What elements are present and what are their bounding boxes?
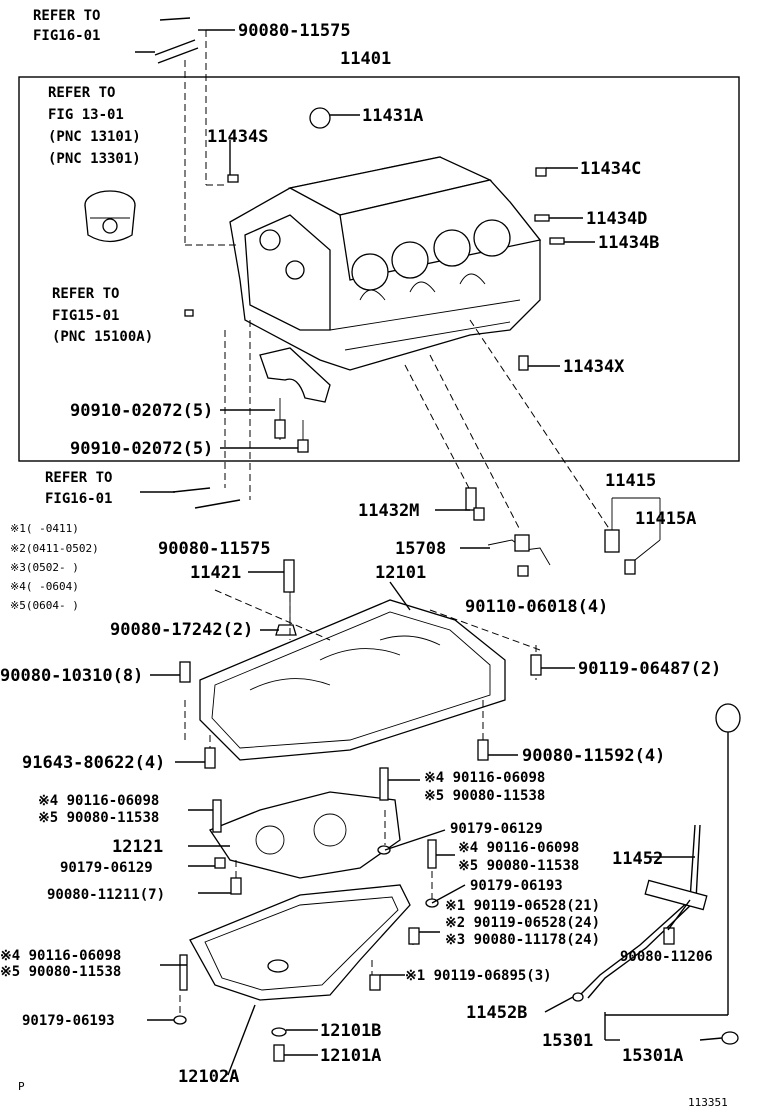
part-90080-11211: 90080-11211(7) (47, 887, 165, 903)
fig-ref-label: FIG 13-01 (48, 107, 124, 123)
footnote-5: ※5(0604- ) (10, 599, 79, 612)
bearing-cap-drawing (259, 347, 331, 453)
part-90179-06193: 90179-06193 (470, 878, 563, 894)
footnote-4: ※4( -0604) (10, 580, 79, 593)
part-90910-02072: 90910-02072(5) (70, 401, 213, 421)
part-90110-06018: 90110-06018(4) (465, 597, 608, 617)
engine-block-frame (18, 76, 740, 462)
part-12121: 12121 (112, 837, 163, 857)
part-11452B: 11452B (466, 1003, 527, 1023)
part-90179-06129: 90179-06129 (450, 821, 543, 837)
part-90080-11178: ※3 90080-11178(24) (445, 932, 600, 948)
part-90119-06528: ※1 90119-06528(21) (445, 898, 600, 914)
part-90116-06098: ※4 90116-06098 (458, 840, 579, 856)
part-12101A: 12101A (320, 1046, 381, 1066)
figure-number: 113351 (688, 1096, 728, 1109)
corner-mark: P (18, 1080, 25, 1093)
engine-block-drawing (229, 156, 542, 371)
part-90116-06098: ※4 90116-06098 (424, 770, 545, 786)
part-90116-06098: ※4 90116-06098 (0, 948, 121, 964)
part-12101: 12101 (375, 563, 426, 583)
part-12101B: 12101B (320, 1021, 381, 1041)
part-11434D: 11434D (586, 209, 647, 229)
refer-to-label: REFER TO (33, 8, 100, 24)
part-15708: 15708 (395, 539, 446, 559)
part-90080-10310: 90080-10310(8) (0, 666, 143, 686)
piston-drawing (84, 190, 136, 243)
pnc-ref-label: (PNC 13101) (48, 129, 141, 145)
part-90179-06129: 90179-06129 (60, 860, 153, 876)
dipstick-drawing (572, 703, 741, 1045)
part-11452: 11452 (612, 849, 663, 869)
baffle-plate-drawing (209, 767, 401, 879)
part-11415: 11415 (605, 471, 656, 491)
refer-to-label: REFER TO (45, 470, 112, 486)
part-11434X: 11434X (563, 357, 625, 377)
part-90119-06487: 90119-06487(2) (578, 659, 721, 679)
fig-ref-label: FIG16-01 (33, 28, 100, 44)
part-90080-17242: 90080-17242(2) (110, 620, 253, 640)
part-90080-11538: ※5 90080-11538 (38, 810, 159, 826)
part-90080-11575: 90080-11575 (238, 21, 351, 41)
oil-pan-upper-drawing (199, 559, 506, 761)
part-90910-02072: 90910-02072(5) (70, 439, 213, 459)
part-90080-11538: ※5 90080-11538 (0, 964, 121, 980)
part-90080-11538: ※5 90080-11538 (424, 788, 545, 804)
part-90080-11206: 90080-11206 (620, 949, 713, 965)
part-90179-06193: 90179-06193 (22, 1013, 115, 1029)
pnc-ref-label: (PNC 15100A) (52, 329, 153, 345)
sensor-drawings (465, 487, 661, 577)
part-90116-06098: ※4 90116-06098 (38, 793, 159, 809)
pnc-ref-label: (PNC 13301) (48, 151, 141, 167)
part-90119-06895: ※1 90119-06895(3) (405, 968, 552, 984)
part-15301A: 15301A (622, 1046, 683, 1066)
part-11432M: 11432M (358, 501, 419, 521)
refer-to-label: REFER TO (48, 85, 115, 101)
refer-to-label: REFER TO (52, 286, 119, 302)
oil-pan-lower-drawing (179, 884, 411, 1001)
part-11434B: 11434B (598, 233, 659, 253)
footnote-1: ※1( -0411) (10, 522, 79, 535)
part-11401: 11401 (340, 49, 391, 69)
footnote-3: ※3(0502- ) (10, 561, 79, 574)
fastener-drawings (173, 654, 675, 1062)
part-15301: 15301 (542, 1031, 593, 1051)
part-90080-11538: ※5 90080-11538 (458, 858, 579, 874)
part-11434S: 11434S (207, 127, 268, 147)
part-90119-06528: ※2 90119-06528(24) (445, 915, 600, 931)
part-90080-11575: 90080-11575 (158, 539, 271, 559)
part-11431A: 11431A (362, 106, 423, 126)
part-11421: 11421 (190, 563, 241, 583)
footnote-2: ※2(0411-0502) (10, 542, 99, 555)
part-11434C: 11434C (580, 159, 641, 179)
leader-lines (135, 29, 728, 1076)
fig-ref-label: FIG15-01 (52, 308, 119, 324)
fig-ref-label: FIG16-01 (45, 491, 112, 507)
part-11415A: 11415A (635, 509, 696, 529)
part-12102A: 12102A (178, 1067, 239, 1087)
stud-drawings (154, 17, 565, 509)
part-91643-80622: 91643-80622(4) (22, 753, 165, 773)
part-90080-11592: 90080-11592(4) (522, 746, 665, 766)
